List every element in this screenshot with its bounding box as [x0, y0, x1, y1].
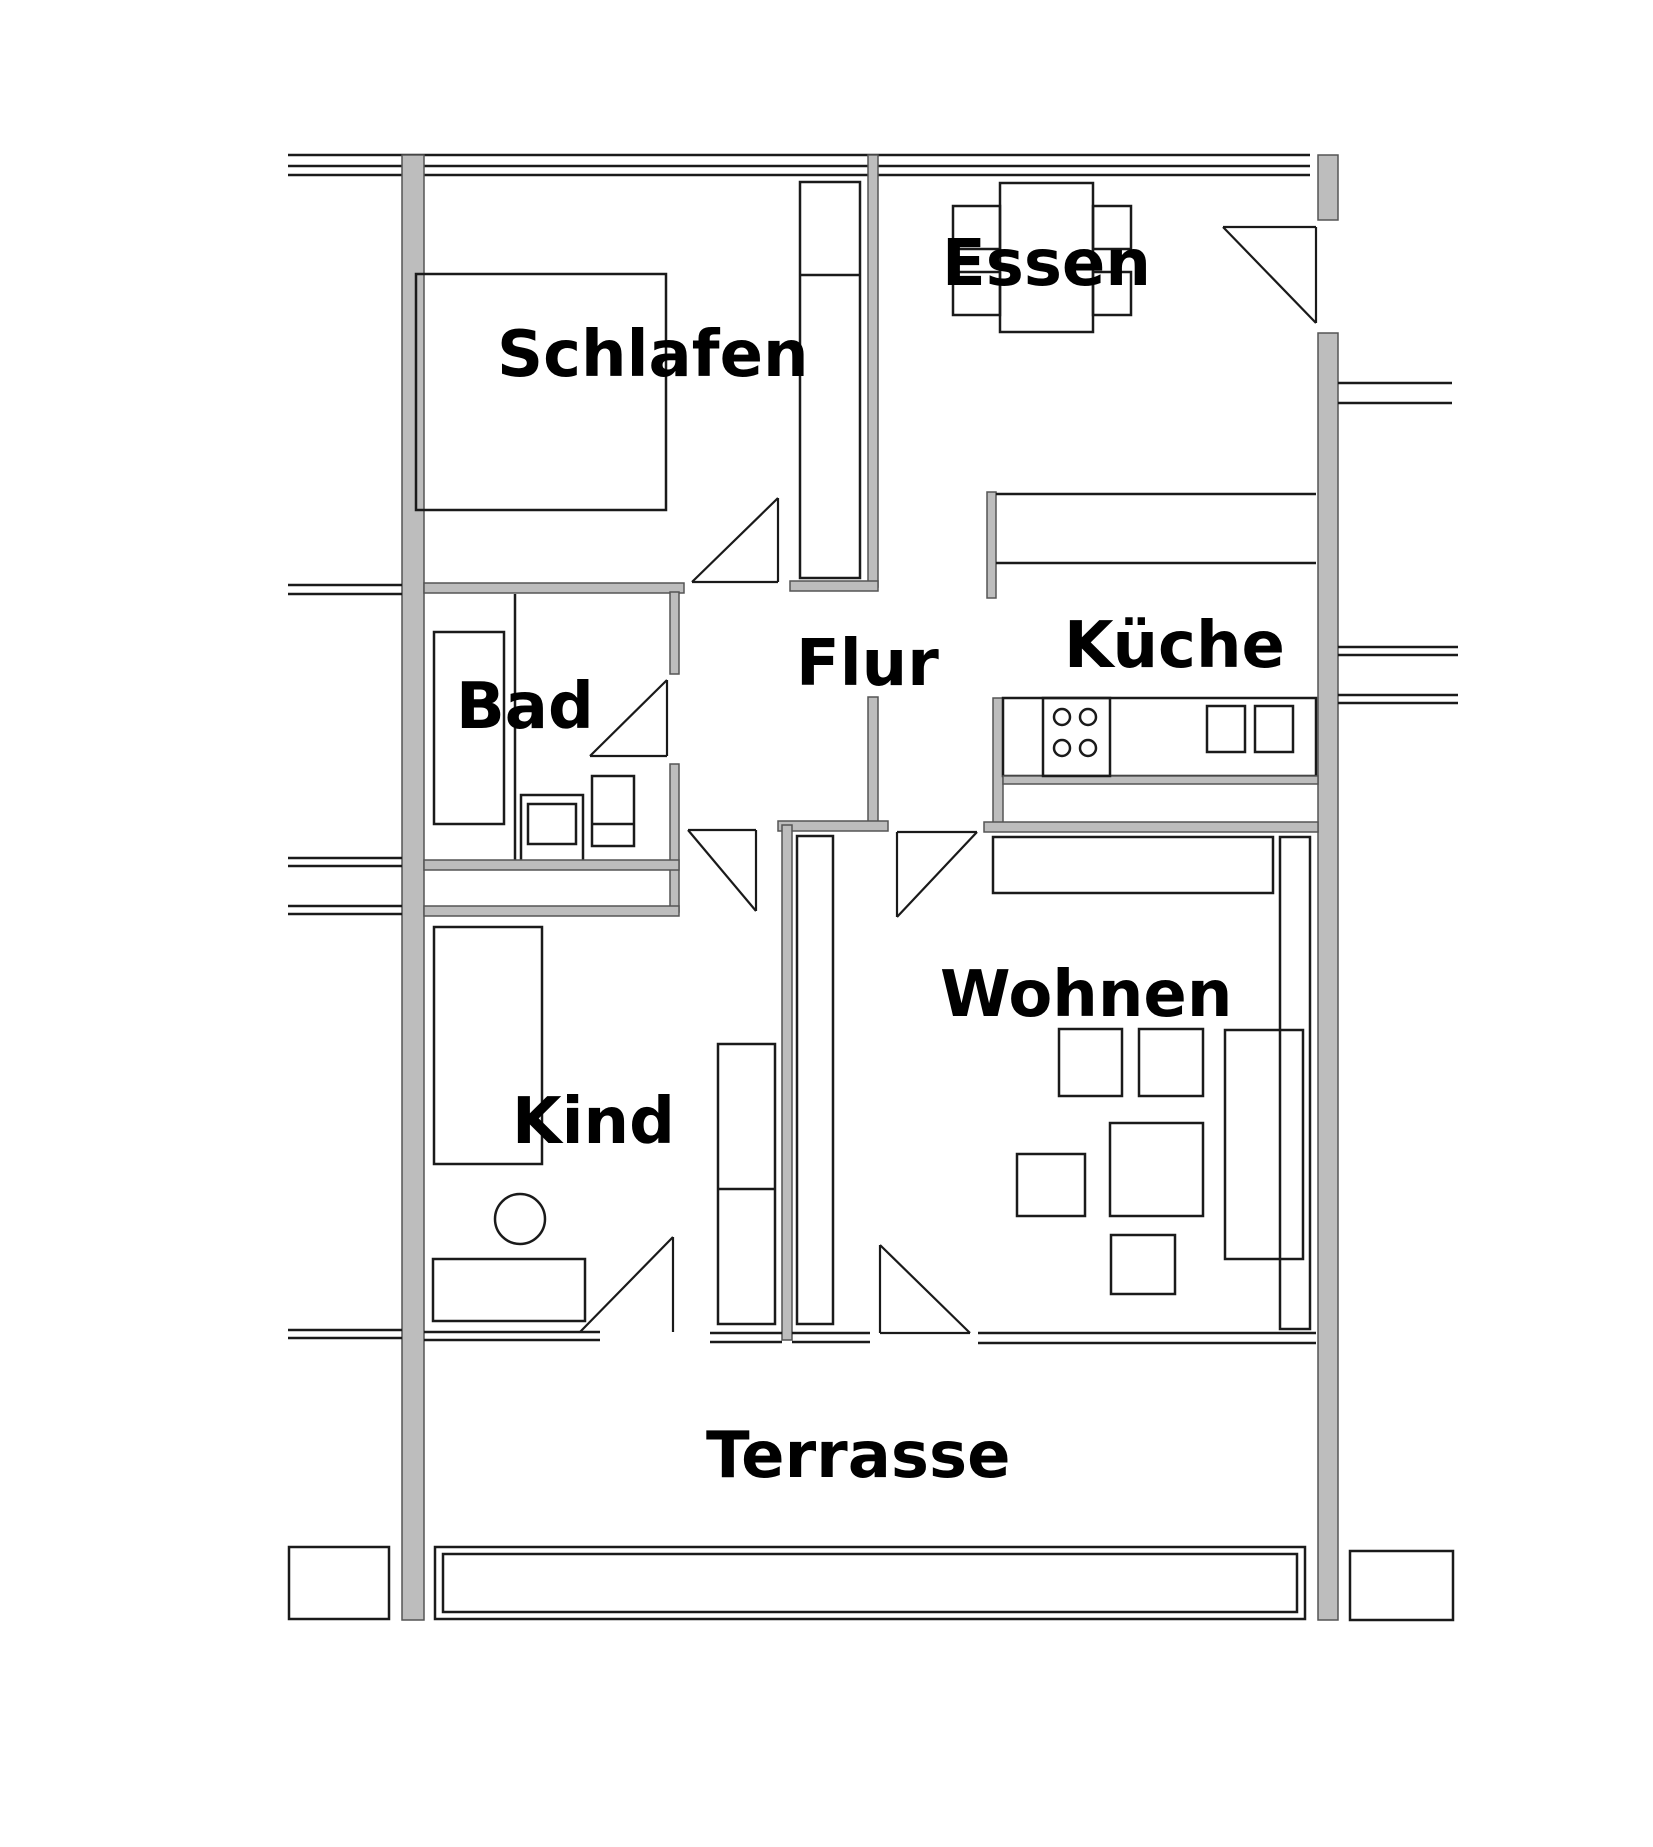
bad-bottom-wall — [423, 859, 680, 871]
schlafen-right-wall — [867, 154, 879, 588]
kueche-counter — [1001, 696, 1318, 778]
bad-sink — [519, 793, 585, 863]
kueche-left-wall-upper — [986, 491, 997, 599]
bad-right-wall-upper — [669, 591, 680, 675]
wohnen-closet — [795, 834, 835, 1326]
essen-door — [1222, 225, 1318, 324]
room-label-flur: Flur — [796, 627, 939, 701]
kind-door-upper — [687, 828, 758, 912]
wohnen-armchair-1 — [1057, 1027, 1124, 1098]
room-label-bad: Bad — [456, 670, 594, 744]
storage-bottom-wall — [423, 905, 680, 917]
right-wall-top — [1317, 154, 1339, 221]
stove — [1041, 696, 1112, 778]
kind-table — [493, 1192, 547, 1246]
toilet — [590, 774, 636, 848]
room-label-wohnen: Wohnen — [940, 958, 1233, 1032]
kueche-counter-base — [1002, 775, 1319, 785]
terrace-planter — [287, 1545, 1455, 1622]
kitchen-sink — [1205, 704, 1295, 754]
kind-terrace-door — [579, 1236, 675, 1333]
wohnen-terrace-door — [878, 1244, 971, 1335]
wohnen-armchair-4 — [1109, 1233, 1177, 1296]
room-label-schlafen: Schlafen — [497, 318, 809, 392]
wohnen-sideboard — [991, 835, 1275, 895]
kueche-bottom-wall — [983, 821, 1319, 833]
bad-right-wall-lower — [669, 763, 680, 913]
essen-dining-set — [951, 181, 1133, 334]
kueche-left-wall-lower — [992, 697, 1004, 827]
right-exterior-stubs — [1338, 381, 1458, 705]
kind-wardrobe — [716, 1042, 777, 1326]
schlafen-door — [691, 497, 780, 584]
top-exterior-wall — [288, 153, 1310, 177]
wohnen-shelf — [1278, 835, 1312, 1331]
wohnen-sofa — [1223, 1028, 1305, 1261]
wohnen-armchair-2 — [1137, 1027, 1205, 1098]
kind-bed — [432, 925, 544, 1166]
schlafen-bed — [414, 272, 668, 512]
kind-desk — [431, 1257, 587, 1323]
room-label-terrasse: Terrasse — [706, 1419, 1011, 1493]
wohnen-armchair-3 — [1015, 1152, 1087, 1218]
room-label-essen: Essen — [942, 227, 1151, 301]
schlafen-bottom-wall — [423, 582, 685, 594]
left-wall — [401, 154, 425, 1621]
kind-wohnen-wall — [781, 824, 793, 1341]
left-exterior-stubs — [288, 583, 402, 1340]
schlafen-wardrobe — [798, 180, 862, 580]
bathtub — [432, 630, 506, 826]
wohnen-coffee-table — [1108, 1121, 1205, 1218]
right-wall — [1317, 332, 1339, 1621]
wohnen-door-upper — [895, 830, 978, 918]
schlafen-bottom-wall-right — [789, 580, 879, 592]
flur-wall-stub — [867, 696, 879, 826]
terrace-front-wall — [424, 1330, 1316, 1345]
bad-door — [589, 679, 669, 758]
flur-bottom-wall — [777, 820, 889, 832]
room-label-kueche: Küche — [1064, 609, 1285, 683]
kueche-upper-counter — [996, 492, 1316, 565]
room-label-kind: Kind — [512, 1085, 675, 1159]
